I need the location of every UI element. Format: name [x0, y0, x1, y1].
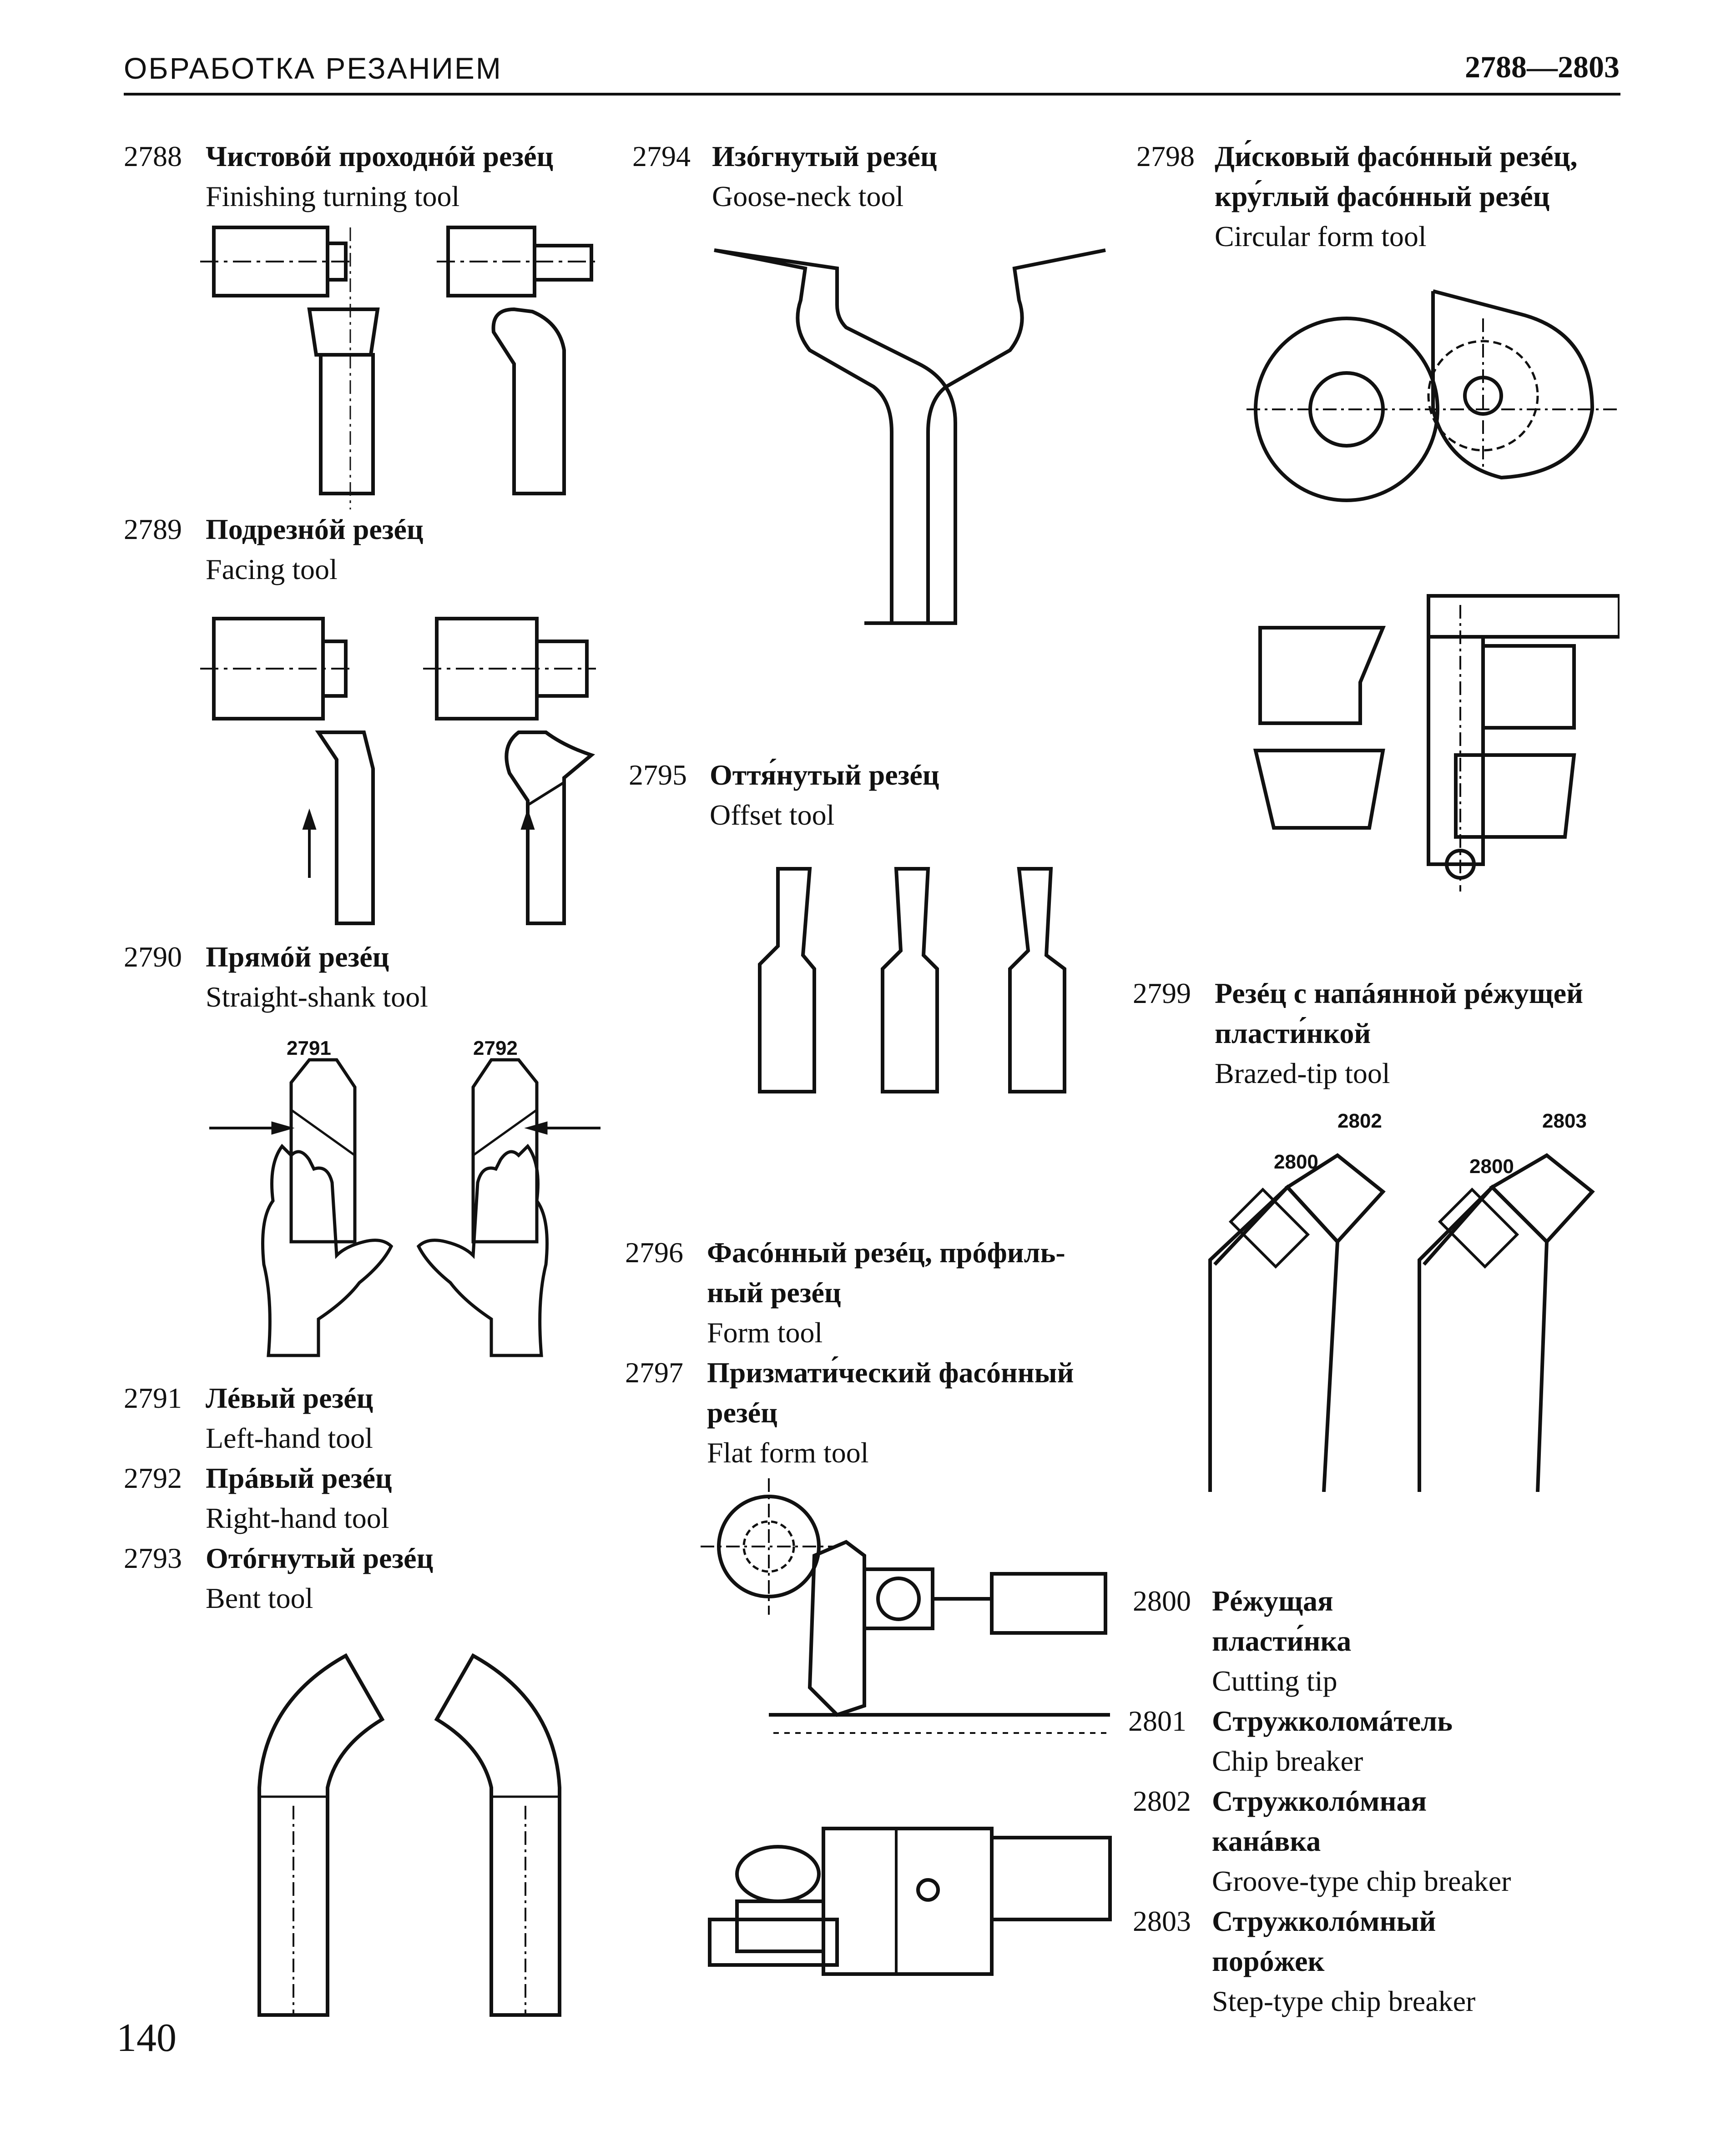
entry-2791: 2791 Лéвый резéц Left-hand tool	[124, 1378, 624, 1460]
page-number: 140	[116, 2016, 177, 2060]
entry-term-ru-line1: Стружколóмная	[1212, 1785, 1427, 1817]
figure-goose-neck-tool	[701, 232, 1119, 632]
figure-finishing-turning-tool	[200, 218, 610, 509]
entry-term-ru-line1: Ди́сковый фасóнный резéц,	[1215, 140, 1578, 172]
entry-2801: 2801 Стружколомáтель Chip breaker	[1128, 1701, 1538, 1783]
entry-term-en: Flat form tool	[707, 1436, 869, 1469]
figure-left-right-hand-tools	[200, 1028, 610, 1374]
entry-number: 2803	[1133, 1905, 1191, 1937]
entry-term-en: Brazed-tip tool	[1215, 1057, 1390, 1089]
entry-number: 2793	[124, 1542, 182, 1574]
entry-term-ru-line1: Рéжущая	[1212, 1585, 1333, 1617]
entry-term-en: Offset tool	[710, 799, 835, 831]
figure-callout-2802: 2802	[1337, 1110, 1382, 1132]
entry-term-ru-line2: резéц	[707, 1396, 777, 1429]
entry-number: 2791	[124, 1382, 182, 1414]
figure-facing-tool	[200, 610, 610, 937]
figure-callout-2792: 2792	[473, 1037, 518, 1059]
entry-term-en: Chip breaker	[1212, 1745, 1363, 1777]
entry-2790: 2790 Прямóй резéц Straight-shank tool	[124, 937, 624, 1019]
entry-term-en: Circular form tool	[1215, 220, 1427, 252]
entry-2798: 2798 Ди́сковый фасóнный резéц, кру́глый …	[1136, 136, 1637, 259]
figure-callout-2791: 2791	[287, 1037, 331, 1059]
entry-number: 2798	[1136, 140, 1195, 172]
entry-term-ru-line1: Призмати́ческий фасóнный	[707, 1356, 1074, 1389]
entry-2795: 2795 Оття́нутый резéц Offset tool	[629, 755, 1129, 837]
entry-2802: 2802 Стружколóмная канáвка Groove-type c…	[1133, 1781, 1633, 1904]
entry-2799: 2799 Резéц с напáянной рéжущей пласти́нк…	[1133, 973, 1633, 1096]
entry-term-ru-line1: Резéц с напáянной рéжущей	[1215, 977, 1583, 1009]
entry-term-en: Left-hand tool	[206, 1422, 373, 1454]
figure-form-tool-holder	[701, 1801, 1119, 1992]
entry-2797: 2797 Призмати́ческий фасóнный резéц Flat…	[625, 1353, 1130, 1476]
entry-number: 2789	[124, 513, 182, 545]
entry-term-en: Right-hand tool	[206, 1502, 389, 1534]
figure-callout-2800-left: 2800	[1274, 1151, 1318, 1173]
entry-number: 2795	[629, 759, 687, 791]
entry-term-ru-line2: порóжек	[1212, 1945, 1325, 1977]
entry-term-en: Goose-neck tool	[712, 180, 904, 212]
figure-offset-tool	[746, 855, 1119, 1110]
entry-number: 2801	[1128, 1705, 1186, 1737]
figure-circular-form-tool	[1246, 273, 1620, 528]
entry-term-ru: Оття́нутый резéц	[710, 759, 939, 791]
entry-term-ru: Изóгнутый резéц	[712, 140, 937, 172]
entry-term-ru-line2: кру́глый фасóнный резéц	[1215, 180, 1550, 212]
entry-term-ru: Стружколомáтель	[1212, 1705, 1453, 1737]
entry-number: 2794	[632, 140, 691, 172]
entry-number: 2797	[625, 1356, 683, 1389]
entry-number: 2792	[124, 1462, 182, 1494]
entry-2792: 2792 Прáвый резéц Right-hand tool	[124, 1458, 624, 1540]
entry-term-ru-line2: пласти́нкой	[1215, 1017, 1371, 1049]
entry-term-ru-line2: ный резéц	[707, 1276, 841, 1309]
entry-number: 2800	[1133, 1585, 1191, 1617]
figure-callout-2803: 2803	[1542, 1110, 1587, 1132]
entry-term-en: Groove-type chip breaker	[1212, 1865, 1511, 1897]
entry-term-en: Finishing turning tool	[206, 180, 460, 212]
running-head-title: ОБРАБОТКА РЕЗАНИЕМ	[124, 51, 502, 85]
entry-term-ru-line1: Фасóнный резéц, прóфиль-	[707, 1236, 1065, 1269]
figure-callout-2800-right: 2800	[1469, 1155, 1514, 1178]
entry-2794: 2794 Изóгнутый резéц Goose-neck tool	[632, 136, 1133, 218]
entry-term-ru: Прáвый резéц	[206, 1462, 392, 1494]
running-head-entry-range: 2788—2803	[1465, 50, 1620, 84]
entry-number: 2802	[1133, 1785, 1191, 1817]
figure-bent-tool	[246, 1624, 573, 2024]
entry-term-ru-line1: Стружколóмный	[1212, 1905, 1436, 1937]
figure-circular-form-tool-side	[1246, 591, 1620, 892]
entry-2800: 2800 Рéжущая пласти́нка Cutting tip	[1133, 1581, 1542, 1704]
entry-2803: 2803 Стружколóмный порóжек Step-type chi…	[1133, 1901, 1633, 2024]
entry-term-ru: Подрезнóй резéц	[206, 513, 424, 545]
entry-term-en: Cutting tip	[1212, 1665, 1337, 1697]
entry-2793: 2793 Отóгнутый резéц Bent tool	[124, 1538, 624, 1620]
entry-number: 2790	[124, 941, 182, 973]
entry-number: 2788	[124, 140, 182, 172]
entry-2789: 2789 Подрезнóй резéц Facing tool	[124, 509, 624, 591]
entry-term-ru: Отóгнутый резéц	[206, 1542, 434, 1574]
entry-term-en: Bent tool	[206, 1582, 313, 1614]
entry-number: 2796	[625, 1236, 683, 1269]
entry-term-ru: Чистовóй проходнóй резéц	[206, 140, 554, 172]
entry-term-en: Form tool	[707, 1316, 823, 1349]
entry-term-en: Step-type chip breaker	[1212, 1985, 1476, 2017]
entry-number: 2799	[1133, 977, 1191, 1009]
header-rule	[124, 93, 1620, 96]
entry-term-en: Facing tool	[206, 553, 338, 585]
figure-flat-form-tool	[701, 1478, 1119, 1751]
entry-term-en: Straight-shank tool	[206, 981, 428, 1013]
entry-term-ru-line2: пласти́нка	[1212, 1625, 1352, 1657]
entry-term-ru-line2: канáвка	[1212, 1825, 1321, 1857]
figure-brazed-tip-tool	[1201, 1119, 1620, 1492]
entry-term-ru: Прямóй резéц	[206, 941, 389, 973]
entry-2788: 2788 Чистовóй проходнóй резéц Finishing …	[124, 136, 624, 218]
entry-term-ru: Лéвый резéц	[206, 1382, 373, 1414]
entry-2796: 2796 Фасóнный резéц, прóфиль- ный резéц …	[625, 1233, 1130, 1355]
